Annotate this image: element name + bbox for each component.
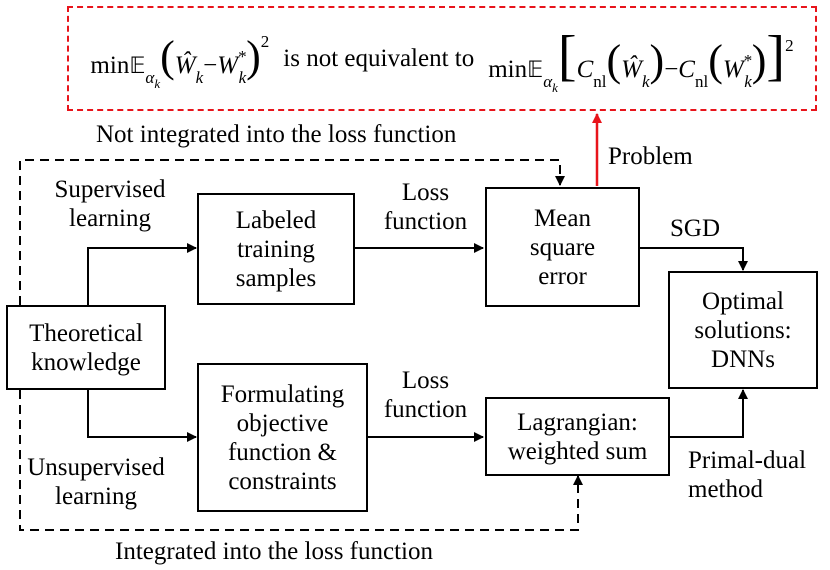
label-supervised: Supervised learning	[54, 176, 166, 232]
formula-right: min𝔼αk[Cnl(Ŵk)−Cnl(W*k)]2	[488, 24, 794, 95]
label-integrated: Integrated into the loss function	[115, 538, 433, 565]
dashed-path-bottom	[19, 390, 583, 531]
arrow-unsupervised	[87, 390, 197, 442]
arrow-supervised	[87, 243, 197, 305]
label-sgd: SGD	[670, 215, 721, 242]
label-loss-function-bottom: Loss function	[383, 367, 468, 423]
label-not-integrated: Not integrated into the loss function	[96, 121, 457, 148]
label-primal-dual: Primal-dual method	[688, 447, 807, 503]
label-loss-function-top: Loss function	[383, 179, 468, 235]
problem-formula: min𝔼αk(Ŵk−W*k)2 is not equivalent to min…	[69, 8, 815, 109]
formula-left: min𝔼αk(Ŵk−W*k)2	[90, 32, 270, 91]
box-lagrangian: Lagrangian: weighted sum	[485, 397, 670, 476]
box-mean-square-error: Mean square error	[485, 187, 640, 307]
problem-statement-box: min𝔼αk(Ŵk−W*k)2 is not equivalent to min…	[67, 6, 817, 111]
box-formulating-objective: Formulating objective function & constra…	[197, 363, 368, 512]
formula-middle-text: is not equivalent to	[283, 44, 475, 72]
dashed-path-top	[19, 159, 565, 305]
label-unsupervised: Unsupervised learning	[27, 454, 165, 510]
box-theoretical-knowledge: Theoretical knowledge	[6, 305, 166, 390]
arrow-primal-dual	[670, 389, 748, 438]
box-optimal-solutions: Optimal solutions: DNNs	[668, 271, 818, 389]
arrow-sgd	[640, 247, 748, 271]
box-labeled-training-samples: Labeled training samples	[197, 193, 355, 305]
label-problem: Problem	[608, 143, 693, 170]
